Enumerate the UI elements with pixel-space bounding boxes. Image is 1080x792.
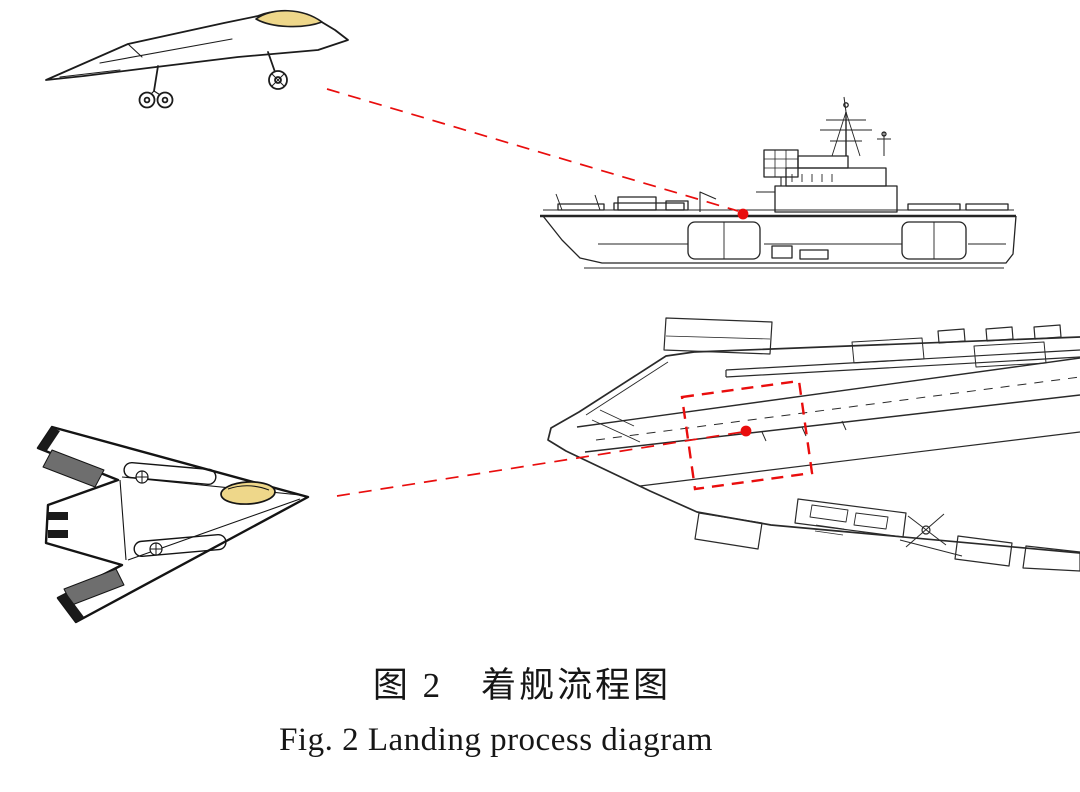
deck-elevator bbox=[851, 337, 925, 364]
uav-elevon-upper bbox=[42, 449, 105, 488]
uav-top-view bbox=[36, 425, 310, 624]
wingtip-mark bbox=[58, 593, 84, 622]
touchdown-point-side bbox=[737, 208, 749, 220]
uav-side-view bbox=[45, 9, 349, 109]
carrier-side-view bbox=[540, 96, 1017, 269]
wingtip-mark bbox=[38, 427, 60, 452]
angled-deck-line bbox=[584, 394, 1080, 453]
weapon-bay-slot bbox=[123, 461, 217, 486]
approach-line-top bbox=[336, 431, 743, 497]
radar-lattice bbox=[763, 149, 799, 186]
angled-deck-line bbox=[576, 357, 1080, 428]
deck-centerline bbox=[595, 376, 1080, 441]
carrier-island bbox=[756, 155, 898, 213]
island-top-view bbox=[794, 498, 963, 557]
hull-outline bbox=[542, 215, 1017, 264]
main-mast bbox=[820, 96, 872, 157]
touchdown-point-top bbox=[740, 425, 752, 437]
annotations bbox=[326, 88, 814, 497]
catapult-track bbox=[725, 349, 1080, 378]
uav-front-wheel bbox=[156, 91, 174, 109]
weapon-bay-slot bbox=[133, 533, 227, 558]
glide-path-line-side bbox=[326, 88, 739, 212]
uav-front-wheel bbox=[138, 91, 156, 109]
landing-zone-box bbox=[680, 379, 814, 491]
caption-english: Fig. 2 Landing process diagram bbox=[279, 722, 713, 758]
carrier-top-view bbox=[547, 317, 1080, 572]
uav-side-canopy bbox=[255, 9, 323, 28]
caption-chinese: 图 2 着舰流程图 bbox=[372, 666, 672, 705]
deck-elevator bbox=[973, 341, 1047, 368]
